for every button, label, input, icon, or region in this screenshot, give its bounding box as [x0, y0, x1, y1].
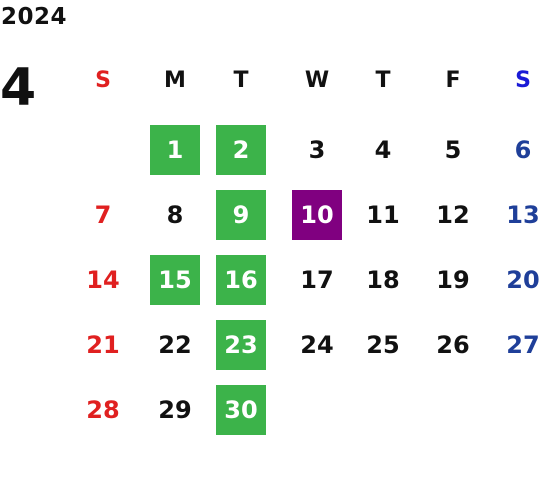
calendar-day-1[interactable]: 1 — [150, 125, 200, 175]
calendar-day-28[interactable]: 28 — [86, 396, 120, 424]
year-label: 2024 — [1, 4, 68, 30]
calendar-day-18[interactable]: 18 — [366, 266, 400, 294]
calendar-day-24[interactable]: 24 — [300, 331, 334, 359]
weekday-wed: W — [304, 68, 330, 93]
calendar-day-23[interactable]: 23 — [216, 320, 266, 370]
calendar-day-27[interactable]: 27 — [506, 331, 540, 359]
calendar-day-11[interactable]: 11 — [366, 201, 400, 229]
calendar-day-17[interactable]: 17 — [300, 266, 334, 294]
calendar-day-4[interactable]: 4 — [374, 136, 392, 164]
month-number: 4 — [0, 58, 37, 118]
calendar-day-10[interactable]: 10 — [292, 190, 342, 240]
calendar-day-6[interactable]: 6 — [514, 136, 532, 164]
calendar-day-20[interactable]: 20 — [506, 266, 540, 294]
calendar-day-7[interactable]: 7 — [94, 201, 112, 229]
weekday-sat: S — [515, 68, 531, 93]
weekday-tue: T — [233, 68, 249, 93]
calendar-day-8[interactable]: 8 — [166, 201, 184, 229]
calendar-day-12[interactable]: 12 — [436, 201, 470, 229]
calendar-day-25[interactable]: 25 — [366, 331, 400, 359]
weekday-thu: T — [375, 68, 391, 93]
calendar-day-13[interactable]: 13 — [506, 201, 540, 229]
calendar-day-9[interactable]: 9 — [216, 190, 266, 240]
calendar-day-30[interactable]: 30 — [216, 385, 266, 435]
calendar-day-29[interactable]: 29 — [158, 396, 192, 424]
calendar-day-2[interactable]: 2 — [216, 125, 266, 175]
calendar-day-19[interactable]: 19 — [436, 266, 470, 294]
calendar-day-22[interactable]: 22 — [158, 331, 192, 359]
calendar-day-3[interactable]: 3 — [308, 136, 326, 164]
weekday-mon: M — [164, 68, 186, 93]
calendar-day-5[interactable]: 5 — [444, 136, 462, 164]
calendar-day-15[interactable]: 15 — [150, 255, 200, 305]
calendar-day-14[interactable]: 14 — [86, 266, 120, 294]
calendar-day-26[interactable]: 26 — [436, 331, 470, 359]
weekday-sun: S — [95, 68, 111, 93]
calendar-day-21[interactable]: 21 — [86, 331, 120, 359]
weekday-fri: F — [445, 68, 461, 93]
calendar-day-16[interactable]: 16 — [216, 255, 266, 305]
